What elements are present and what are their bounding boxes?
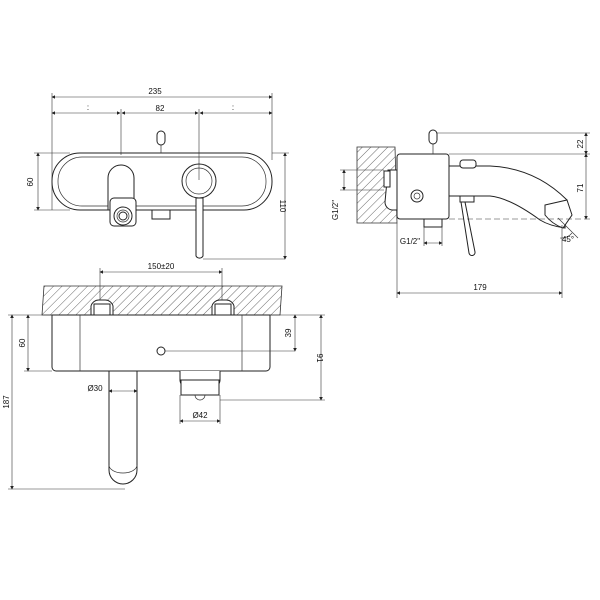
dim-inlet-distance: 150±20 bbox=[148, 262, 175, 271]
dim-spout-height: 71 bbox=[576, 183, 585, 192]
dim-projection: 179 bbox=[473, 283, 487, 292]
dim-total-height: 110 bbox=[278, 200, 287, 213]
dim-outlet-thread: G1/2" bbox=[400, 237, 420, 246]
dim-outlet-offset: 39 bbox=[284, 328, 293, 337]
side-view: G1/2" G1/2" 22 71 45° 179 bbox=[331, 129, 590, 298]
dim-inlet-spacing: 82 bbox=[156, 104, 165, 113]
dim-angle: 45° bbox=[562, 235, 574, 244]
dim-diverter-diameter: Ø42 bbox=[192, 411, 208, 420]
dim-knob-height: 22 bbox=[576, 139, 585, 148]
dim-body-depth: 60 bbox=[18, 338, 27, 347]
top-view: 150±20 60 39 91 bbox=[2, 262, 325, 490]
dim-plate-height: 60 bbox=[26, 177, 35, 186]
side-mark-left: : bbox=[87, 103, 89, 112]
dim-overall-width: 235 bbox=[148, 87, 162, 96]
dim-spout-diameter: Ø30 bbox=[87, 384, 103, 393]
side-mark-right: : bbox=[232, 103, 234, 112]
dim-inlet-thread: G1/2" bbox=[331, 200, 340, 220]
dim-total-depth: 91 bbox=[315, 354, 324, 363]
front-view: 235 82 : : 60 bbox=[26, 87, 289, 260]
dim-spout-length: 187 bbox=[2, 395, 11, 409]
